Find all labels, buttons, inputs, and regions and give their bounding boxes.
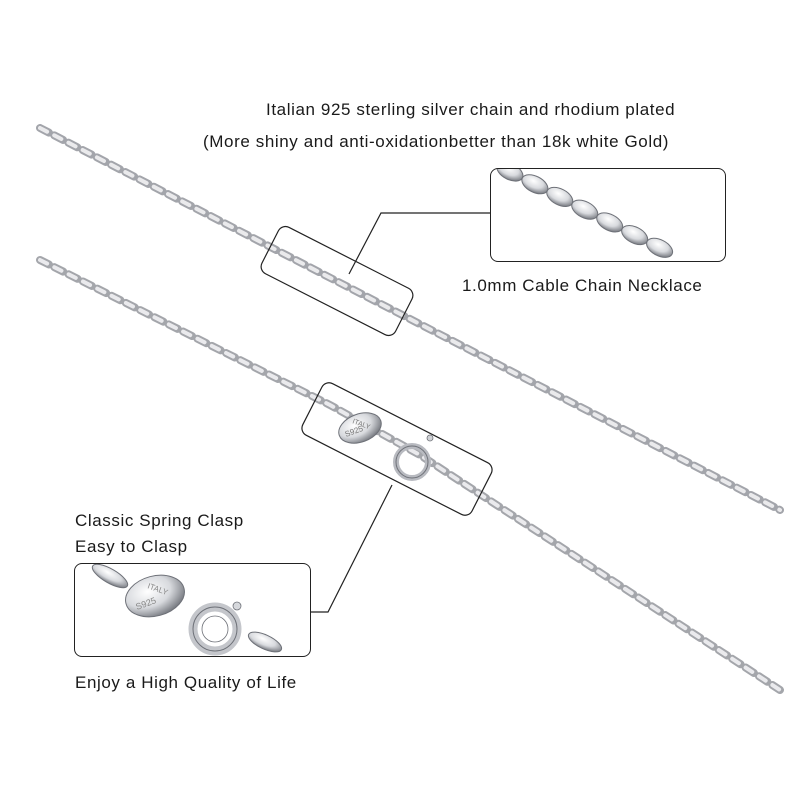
clasp-callout-title: Classic Spring Clasp (75, 511, 244, 530)
spring-clasp: ITALY S925 (338, 412, 434, 481)
headline: Italian 925 sterling silver chain and rh… (266, 100, 676, 119)
chain-closeup-box (490, 168, 726, 262)
clasp-callout-connector (310, 484, 393, 613)
clasp-callout-subtitle: Easy to Clasp (75, 537, 188, 556)
footer-tagline: Enjoy a High Quality of Life (75, 673, 297, 692)
chain-callout-label: 1.0mm Cable Chain Necklace (462, 276, 703, 295)
chain-callout-connector (348, 212, 490, 275)
subheadline: (More shiny and anti-oxidationbetter tha… (203, 132, 670, 151)
chain-highlight-frame (260, 225, 414, 337)
chain-closeup-image (496, 169, 674, 258)
clasp-closeup-image: ITALY S925 (91, 564, 283, 656)
clasp-closeup-box: ITALY S925 (74, 563, 311, 657)
chain-upper (36, 124, 784, 514)
clasp-highlight-frame (301, 382, 493, 516)
